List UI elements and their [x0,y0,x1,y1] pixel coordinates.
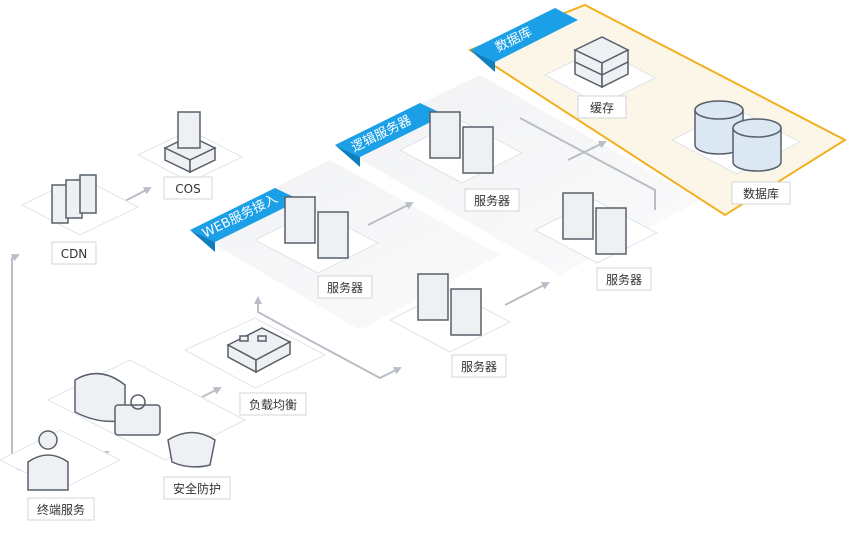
label-web-server: 服务器 [327,280,363,295]
label-load-balance: 负载均衡 [249,398,297,412]
shield-lock-icon [74,372,216,468]
server-tower-icon [284,196,349,259]
node-cdn: CDN [20,174,140,265]
label-logic-server-1: 服务器 [474,193,510,208]
label-database: 数据库 [743,186,779,201]
label-cache: 缓存 [590,101,614,115]
node-lower-server: 服务器 [388,273,512,378]
node-logic-server-2: 服务器 [533,192,659,291]
node-terminal: 终端服务 [0,429,122,521]
label-lower-server: 服务器 [461,359,497,374]
database-cylinder-icon [694,100,782,172]
arrow-lb-lower [299,334,402,380]
node-database: 数据库 [670,100,802,205]
label-terminal: 终端服务 [37,502,85,517]
cdn-server-icon [51,174,97,224]
arrow-web-logic [367,202,414,226]
load-balancer-icon [226,327,292,374]
server-tower-icon [429,111,494,174]
label-security: 安全防护 [173,481,221,496]
user-icon [27,430,69,491]
arrow-logic-right [519,117,656,210]
object-storage-icon [163,111,217,174]
node-logic-server-1: 服务器 [398,111,524,212]
label-cdn: CDN [61,247,88,261]
cache-stack-icon [573,36,630,89]
node-cache: 缓存 [543,36,657,119]
node-cos: COS [136,111,244,200]
server-tower-icon [562,192,627,255]
server-tower-icon [417,273,482,336]
node-web-server: 服务器 [253,196,380,299]
label-logic-server-2: 服务器 [606,272,642,287]
arrow-logic-db [567,141,607,161]
label-cos: COS [175,182,200,196]
arrow-terminal-cdn [10,254,21,471]
node-security: 安全防护 [46,359,247,500]
arrow-lb-web [254,296,301,336]
arrow-lower-right [504,282,550,306]
node-load-balance: 负载均衡 [183,317,327,416]
